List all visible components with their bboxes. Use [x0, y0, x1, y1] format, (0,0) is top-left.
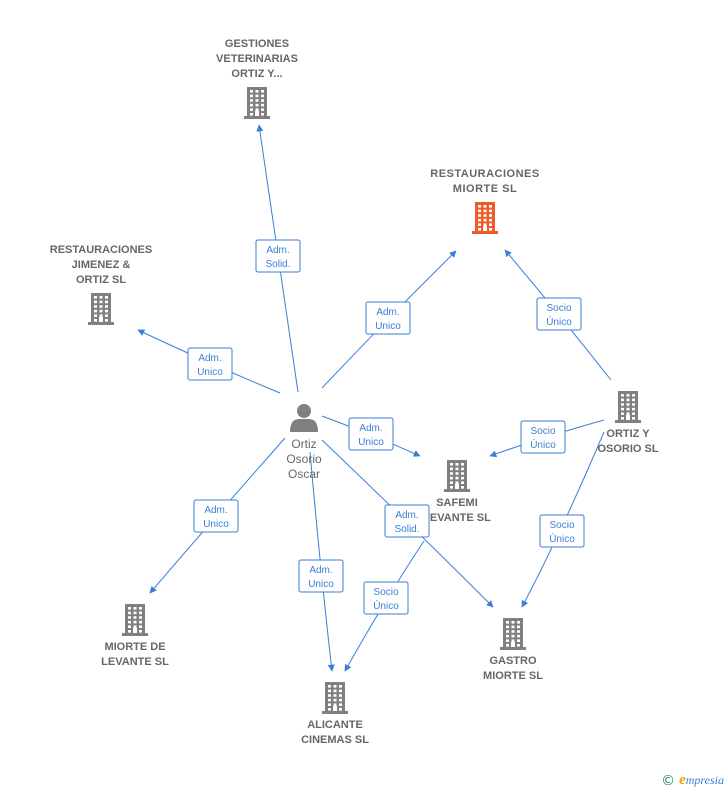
edge-label-text: Unico [358, 437, 384, 448]
building-icon [472, 202, 498, 234]
edge-label-text: Único [546, 315, 572, 328]
edge-label-text: Adm. [266, 245, 289, 256]
node-label: Ortiz [291, 437, 316, 451]
node-label: ALICANTE [307, 719, 363, 731]
copyright-icon: © [661, 772, 676, 789]
edge-label-text: Único [373, 599, 399, 612]
edge-label-text: Solid. [265, 259, 290, 270]
node-label: RESTAURACIONES [430, 168, 539, 180]
brand-rest: mpresia [685, 773, 724, 787]
edge-label-text: Adm. [309, 565, 332, 576]
building-icon [88, 293, 114, 325]
node-label: SAFEMI [436, 497, 478, 509]
edge-label-text: Adm. [395, 510, 418, 521]
node-label: MIORTE SL [453, 183, 517, 195]
edge-label[interactable]: Adm. Unico [298, 559, 344, 593]
node-ortiz_y_osorio[interactable]: ORTIZ Y OSORIO SL [597, 391, 659, 455]
edge-label-text: Solid. [394, 524, 419, 535]
building-icon [122, 604, 148, 636]
building-icon [322, 682, 348, 714]
edge-label[interactable]: Adm. Unico [193, 499, 239, 533]
edge-label[interactable]: Adm. Solid. [255, 239, 301, 273]
node-label: ORTIZ SL [76, 274, 126, 286]
edge-label[interactable]: Adm. Unico [187, 347, 233, 381]
building-icon [615, 391, 641, 423]
node-label: GESTIONES [225, 38, 289, 50]
node-label: LEVANTE SL [423, 512, 491, 524]
node-miorte_levante[interactable]: MIORTE DE LEVANTE SL [101, 604, 169, 668]
node-label: Osorio [286, 452, 322, 466]
edge-label[interactable]: Adm. Solid. [384, 504, 430, 538]
edge-label-text: Adm. [359, 423, 382, 434]
edge-label-text: Unico [197, 367, 223, 378]
footer-brand: © empresia [661, 772, 724, 789]
node-label: JIMENEZ & [72, 259, 131, 271]
node-label: RESTAURACIONES [50, 244, 152, 256]
edge-label-text: Unico [308, 579, 334, 590]
edge-label[interactable]: Adm. Unico [348, 417, 394, 451]
node-label: CINEMAS SL [301, 734, 369, 746]
node-gestiones[interactable]: GESTIONES VETERINARIAS ORTIZ Y... [216, 38, 298, 119]
node-label: ORTIZ Y... [231, 68, 282, 80]
node-label: MIORTE DE [104, 641, 165, 653]
edge-label-text: Socio [530, 426, 555, 437]
node-label: OSORIO SL [597, 443, 658, 455]
edge-label-text: Adm. [198, 353, 221, 364]
building-icon [244, 87, 270, 119]
edge-label-text: Adm. [204, 505, 227, 516]
edge-label-text: Socio [373, 587, 398, 598]
node-label: VETERINARIAS [216, 53, 298, 65]
building-icon [444, 460, 470, 492]
edge-label-text: Socio [546, 303, 571, 314]
node-restauraciones_jimenez[interactable]: RESTAURACIONES JIMENEZ & ORTIZ SL [50, 244, 152, 325]
edge-label-text: Único [530, 438, 556, 451]
node-safemi[interactable]: SAFEMI LEVANTE SL [423, 460, 491, 524]
node-label: MIORTE SL [483, 670, 543, 682]
node-restauraciones_miorte[interactable]: RESTAURACIONES MIORTE SL [430, 168, 539, 234]
node-label: LEVANTE SL [101, 656, 169, 668]
edge-label-text: Único [549, 532, 575, 545]
node-label: GASTRO [489, 655, 537, 667]
edge-label[interactable]: Adm. Unico [365, 301, 411, 335]
brand-initial: e [679, 772, 686, 788]
building-icon [500, 618, 526, 650]
person-icon [290, 404, 318, 432]
node-label: Oscar [288, 467, 320, 481]
edge-label-text: Socio [549, 520, 574, 531]
node-gastro_miorte[interactable]: GASTRO MIORTE SL [483, 618, 543, 682]
node-alicante_cinemas[interactable]: ALICANTE CINEMAS SL [301, 682, 369, 746]
nodes-layer: GESTIONES VETERINARIAS ORTIZ Y... RESTAURAC… [50, 38, 659, 746]
brand-logo[interactable]: empresia [679, 772, 724, 789]
edge-labels-layer: Adm.Solid.Adm.UnicoAdm.UnicoAdm.UnicoAdm… [187, 239, 585, 615]
edge-label-text: Adm. [376, 307, 399, 318]
edge-label-text: Unico [375, 321, 401, 332]
edge-label-text: Unico [203, 519, 229, 530]
node-label: ORTIZ Y [606, 428, 650, 440]
